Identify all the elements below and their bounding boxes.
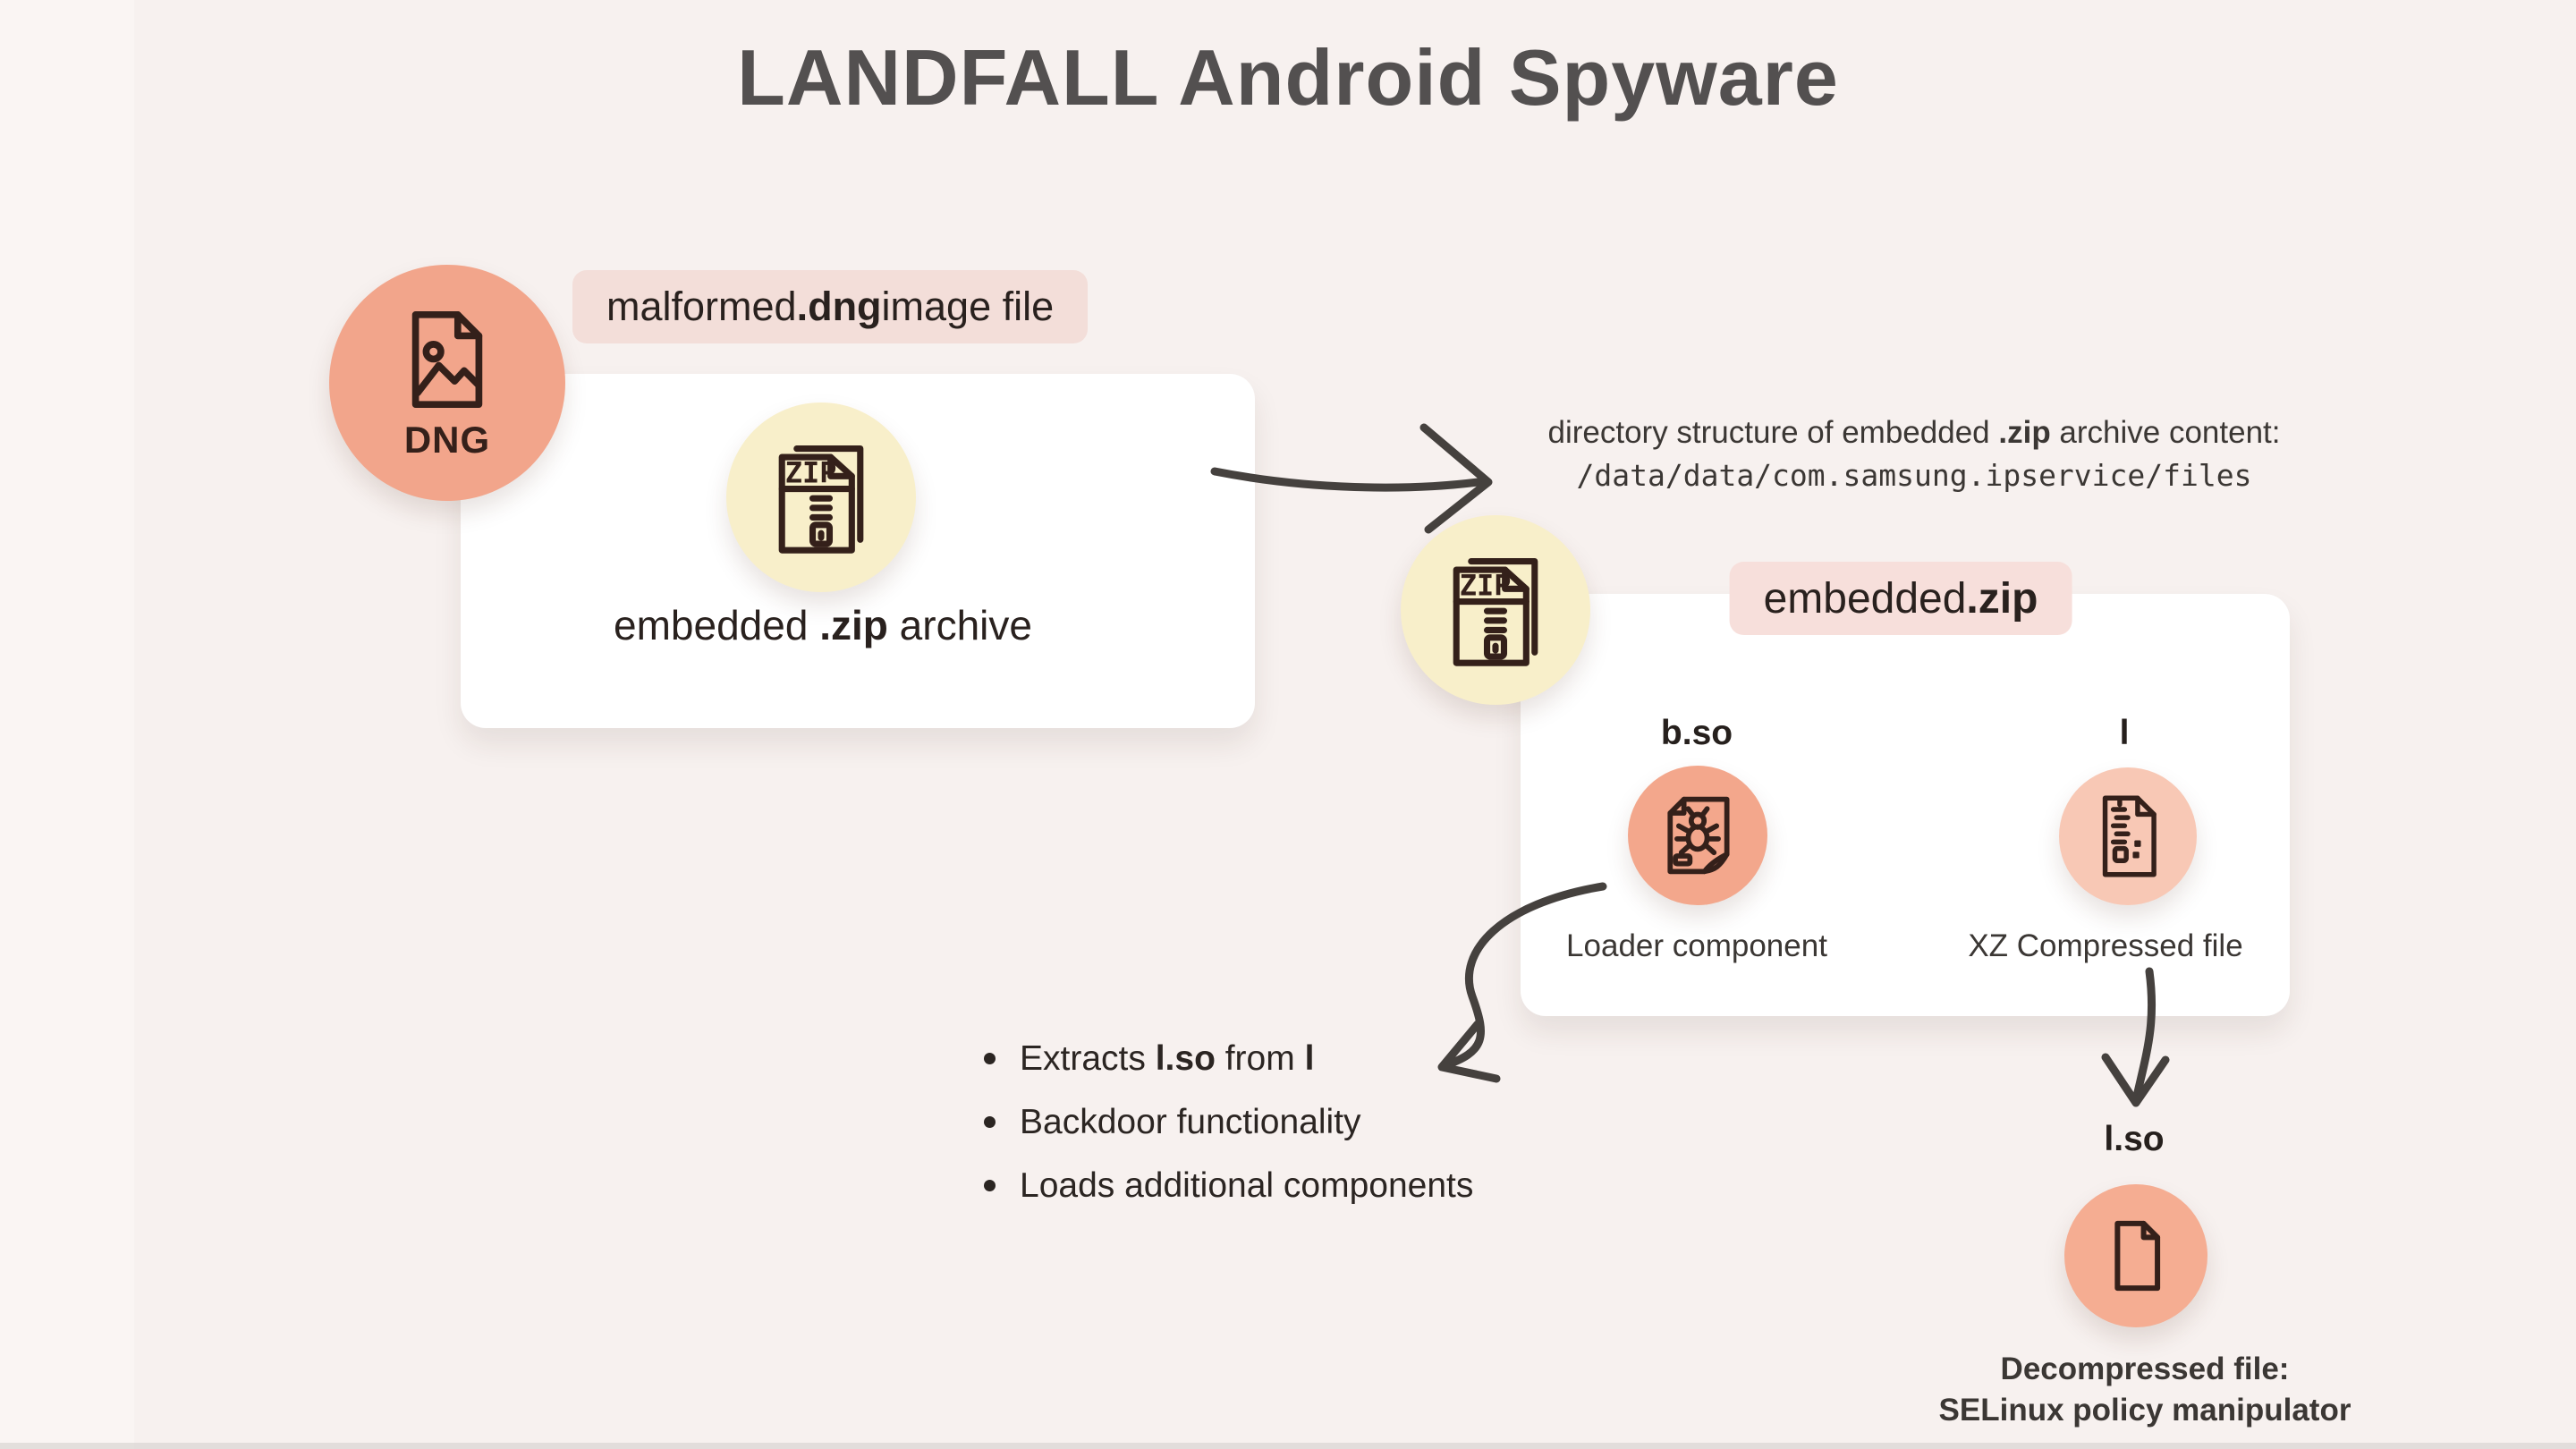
malformed-dng-pill: malformed .dng image file [572, 270, 1089, 343]
file-icon [2097, 1217, 2174, 1294]
dng-badge-label: DNG [403, 419, 491, 461]
malware-file-icon [1655, 792, 1741, 878]
arrow-card1-to-dir-note-head [1419, 423, 1493, 534]
decompressed-file-node [2064, 1184, 2207, 1327]
bso-file-label: b.so [1660, 714, 1733, 752]
embedded-zip-pill: embedded .zip [1729, 562, 2072, 635]
image-file-icon [394, 304, 500, 415]
bottom-edge [0, 1443, 2576, 1449]
loader-component-caption: Loader component [1566, 928, 1827, 963]
left-page-strip [0, 0, 134, 1449]
arrow-xz-to-lso-head [2101, 1053, 2170, 1107]
dng-file-node: DNG [329, 265, 565, 501]
dir-note-line1: directory structure of embedded .zip arc… [1547, 415, 2281, 450]
xz-compressed-file-icon [2087, 792, 2169, 881]
zip-file-node-1: ZIP [726, 402, 916, 592]
xz-compressed-node [2059, 767, 2197, 905]
loader-capability-list: Extracts l.so from l Backdoor functional… [975, 1027, 1473, 1217]
decompressed-file-caption: Decompressed file: SELinux policy manipu… [1939, 1349, 2351, 1431]
list-item: Backdoor functionality [975, 1090, 1473, 1154]
dir-note-path: /data/data/com.samsung.ipservice/files [1576, 458, 2252, 493]
zip-file-icon: ZIP [762, 434, 880, 561]
xz-compressed-caption: XZ Compressed file [1968, 928, 2243, 963]
page-title: LANDFALL Android Spyware [737, 33, 1839, 122]
caption-line: Decompressed file: [2000, 1352, 2290, 1386]
arrow-card1-to-dir-note [1210, 467, 1489, 492]
lso-file-label: l.so [2104, 1120, 2165, 1158]
loader-component-node [1628, 766, 1767, 905]
list-item: Extracts l.so from l [975, 1027, 1473, 1090]
zip-file-node-2: ZIP [1401, 515, 1590, 705]
list-item: Loads additional components [975, 1154, 1473, 1217]
l-file-label: l [2119, 714, 2130, 752]
svg-text:ZIP: ZIP [785, 455, 837, 489]
svg-text:ZIP: ZIP [1460, 568, 1512, 602]
zip-file-icon: ZIP [1436, 547, 1555, 674]
caption-line: SELinux policy manipulator [1938, 1393, 2351, 1428]
embedded-zip-archive-caption: embedded .zip archive [614, 602, 1032, 648]
